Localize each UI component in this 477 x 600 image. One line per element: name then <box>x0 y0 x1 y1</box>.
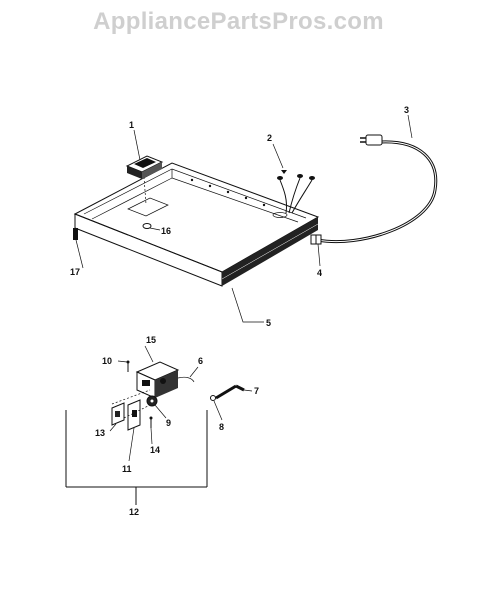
callout-10: 10 <box>102 356 112 366</box>
callout-14: 14 <box>150 445 160 455</box>
callout-16: 16 <box>161 226 171 236</box>
callout-7: 7 <box>254 386 259 396</box>
strain-relief-4 <box>310 234 322 245</box>
power-cord-3 <box>317 134 438 244</box>
callout-17: 17 <box>70 267 80 277</box>
foot-17 <box>73 228 78 240</box>
callout-12: 12 <box>129 507 139 517</box>
top-panel-assembly <box>73 162 320 287</box>
rocker-switch-1 <box>125 155 164 179</box>
callout-1: 1 <box>129 120 134 130</box>
callout-labels: 1 2 3 4 5 16 17 15 10 6 7 8 9 13 14 11 1… <box>70 105 409 517</box>
callout-4: 4 <box>317 268 322 278</box>
callout-2: 2 <box>267 133 272 143</box>
leader-lines <box>75 114 413 462</box>
callout-8: 8 <box>219 422 224 432</box>
callout-9: 9 <box>166 418 171 428</box>
group-bracket-12 <box>65 410 208 505</box>
callout-15: 15 <box>146 335 156 345</box>
callout-5: 5 <box>266 318 271 328</box>
screw-16 <box>142 223 152 229</box>
callout-11: 11 <box>122 464 132 474</box>
timer-subassembly-12 <box>111 360 245 431</box>
callout-3: 3 <box>404 105 409 115</box>
watermark-logo: AppliancePartsPros.com <box>93 8 384 35</box>
callout-6: 6 <box>198 356 203 366</box>
callout-13: 13 <box>95 428 105 438</box>
wiring-harness-2 <box>277 170 315 214</box>
